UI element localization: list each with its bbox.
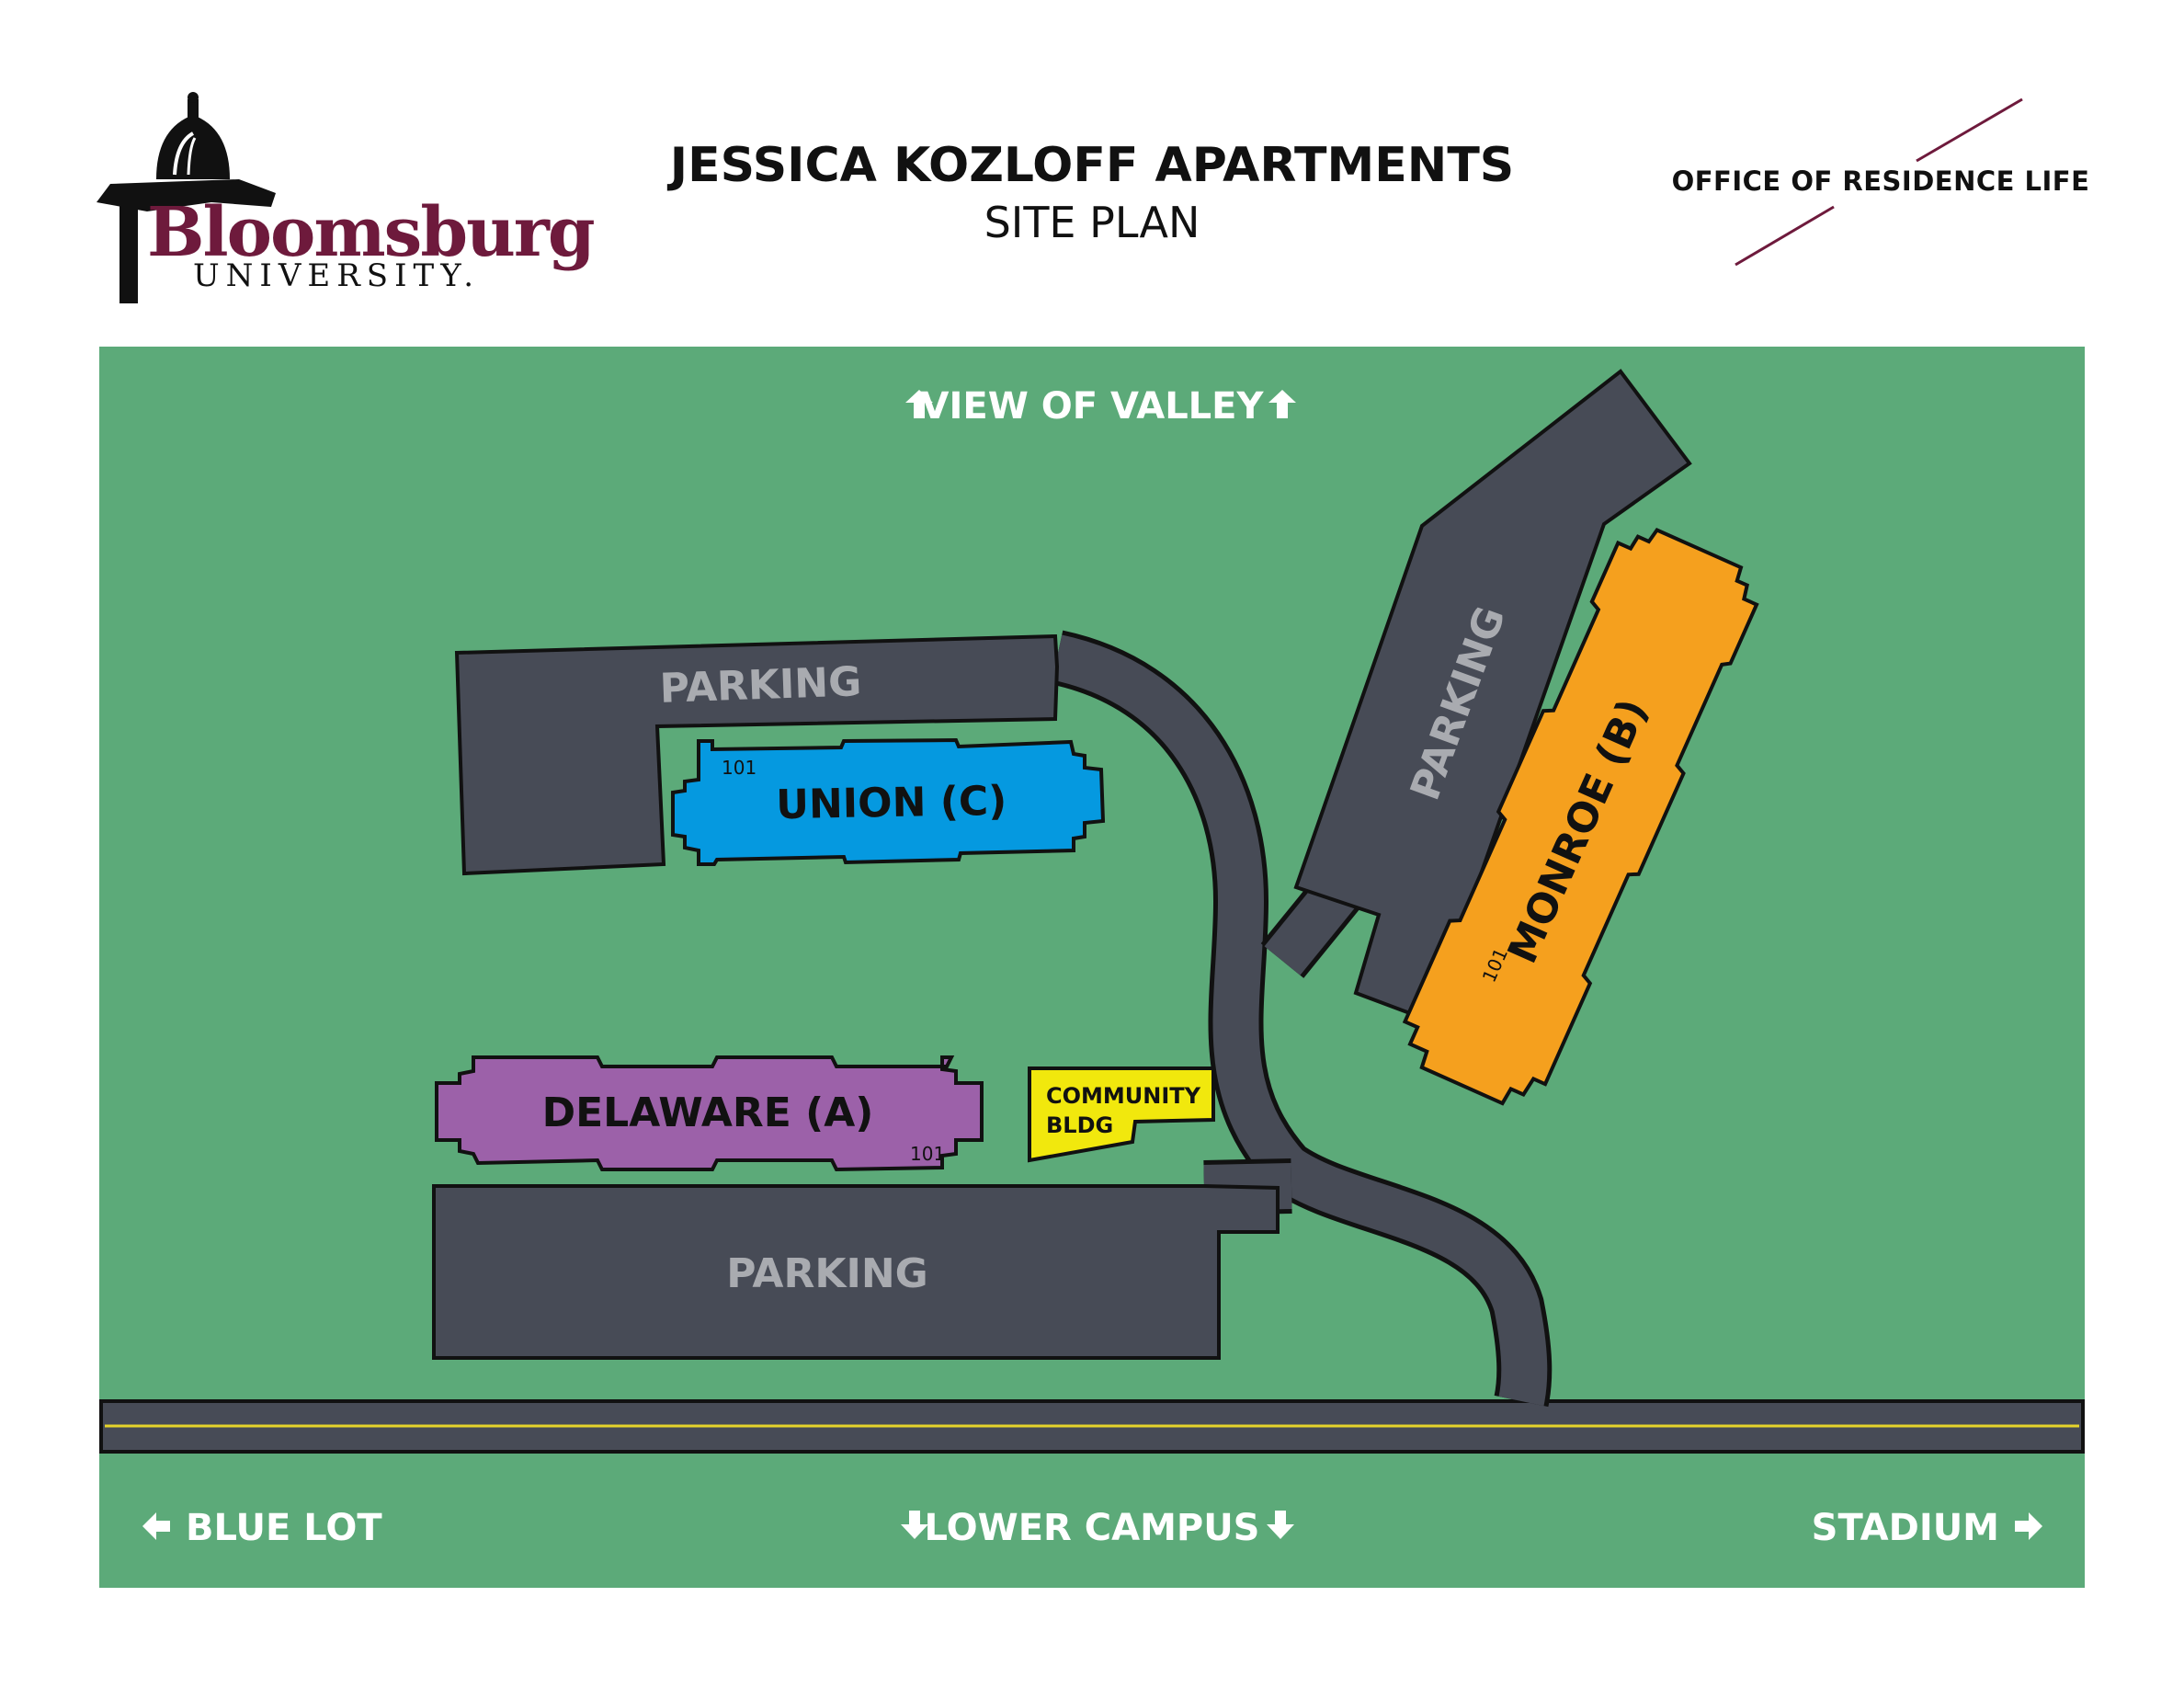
arrow-up-icon bbox=[905, 390, 933, 418]
page-subtitle: SITE PLAN bbox=[984, 198, 1200, 247]
label-lower-campus: LOWER CAMPUS bbox=[925, 1507, 1260, 1549]
building-community bbox=[1028, 1066, 1215, 1163]
direction-east: STADIUM bbox=[1812, 1507, 2042, 1549]
logo-wordmark: Bloomsburg bbox=[147, 193, 596, 272]
grass-area bbox=[99, 347, 2085, 1588]
label-union: UNION (C) bbox=[776, 778, 1007, 828]
main-road bbox=[99, 1399, 2085, 1454]
direction-west: BLUE LOT bbox=[142, 1507, 382, 1549]
parking-lot-north bbox=[454, 633, 1060, 876]
parking-lot-south bbox=[432, 1184, 1280, 1360]
label-community-line2: BLDG bbox=[1046, 1112, 1113, 1138]
arrow-up-icon bbox=[1268, 390, 1296, 418]
label-blue-lot: BLUE LOT bbox=[186, 1507, 382, 1549]
label-parking-south: PARKING bbox=[726, 1250, 928, 1297]
office-accent-lines bbox=[1735, 97, 2023, 267]
building-union bbox=[671, 737, 1106, 866]
arrow-down-icon bbox=[901, 1511, 928, 1539]
building-delaware bbox=[435, 1055, 984, 1172]
arrow-left-icon bbox=[142, 1512, 170, 1540]
label-delaware: DELAWARE (A) bbox=[542, 1089, 874, 1136]
office-name: OFFICE OF RESIDENCE LIFE bbox=[1671, 165, 2090, 197]
label-stadium: STADIUM bbox=[1812, 1507, 1999, 1549]
direction-south: LOWER CAMPUS bbox=[901, 1507, 1294, 1549]
label-union-unit: 101 bbox=[722, 757, 756, 779]
label-delaware-unit: 101 bbox=[910, 1143, 945, 1165]
arrow-right-icon bbox=[2015, 1512, 2042, 1540]
direction-north: VIEW OF VALLEY bbox=[905, 385, 1296, 428]
label-parking-north: PARKING bbox=[659, 658, 862, 713]
building-monroe bbox=[1402, 528, 1759, 1106]
page-title: JESSICA KOZLOFF APARTMENTS bbox=[669, 138, 1515, 193]
label-view-of-valley: VIEW OF VALLEY bbox=[921, 385, 1265, 428]
logo-subtext: UNIVERSITY. bbox=[193, 257, 481, 294]
label-community-line1: COMMUNITY bbox=[1046, 1083, 1201, 1109]
arrow-down-icon bbox=[1267, 1511, 1294, 1539]
